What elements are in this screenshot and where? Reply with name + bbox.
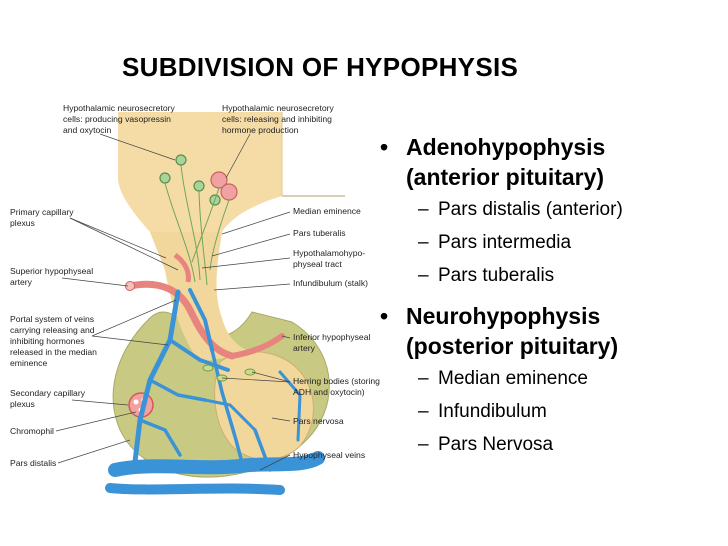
bullet-heading-line: Adenohypophysis xyxy=(406,134,606,160)
bullet-adenohypophysis: • Adenohypophysis (anterior pituitary) xyxy=(378,132,723,192)
neurosecretory-cells xyxy=(159,154,221,206)
infundibulum-stalk xyxy=(150,232,258,362)
bullet-heading-line: (posterior pituitary) xyxy=(406,333,619,359)
sub-item-label: Pars Nervosa xyxy=(438,434,554,455)
portal-veins xyxy=(131,288,302,473)
dash-marker: – xyxy=(418,232,429,253)
bullet-marker: • xyxy=(380,303,389,329)
dash-marker: – xyxy=(418,265,429,286)
label-pars-distalis: Pars distalis xyxy=(10,458,56,468)
sub-item-label: Median eminence xyxy=(438,368,588,389)
label-herring-bodies: Herring bodies (storing ADH and oxytocin… xyxy=(293,376,382,397)
label-secondary-capillary: Secondary capillary plexus xyxy=(10,388,87,409)
label-infundibulum: Infundibulum (stalk) xyxy=(293,278,368,288)
label-line: Hypothalamic neurosecretory xyxy=(222,103,334,113)
leader-lines xyxy=(55,133,291,471)
dash-marker: – xyxy=(418,368,429,389)
hypophyseal-veins xyxy=(108,451,325,477)
label-pars-tuberalis: Pars tuberalis xyxy=(293,228,346,238)
superior-hypophyseal-artery xyxy=(126,280,236,360)
sub-item: –Infundibulum xyxy=(378,400,723,424)
label-pars-nervosa: Pars nervosa xyxy=(293,416,344,426)
label-portal-system: Portal system of veins carrying releasin… xyxy=(10,314,99,368)
label-line: hormone production xyxy=(222,125,299,135)
sub-item: –Pars intermedia xyxy=(378,231,723,255)
label-line: and oxytocin xyxy=(63,125,111,135)
sub-item-label: Pars distalis (anterior) xyxy=(438,199,623,220)
label-chromophil: Chromophil xyxy=(10,426,54,436)
bullet-heading-line: Neurohypophysis xyxy=(406,303,601,329)
sub-item: –Median eminence xyxy=(378,367,723,391)
label-line: cells: producing vasopressin xyxy=(63,114,171,124)
label-hypophyseal-veins: Hypophyseal veins xyxy=(293,450,365,460)
label-primary-capillary: Primary capillary plexus xyxy=(10,207,76,228)
hypothalamus-region xyxy=(118,112,282,232)
sub-item-label: Pars intermedia xyxy=(438,232,572,253)
sub-item-label: Infundibulum xyxy=(438,401,547,422)
slide-title: SUBDIVISION OF HYPOPHYSIS xyxy=(122,52,519,82)
label-line: Hypothalamic neurosecretory xyxy=(63,103,175,113)
label-superior-artery: Superior hypophyseal artery xyxy=(10,266,96,287)
sub-item: –Pars Nervosa xyxy=(378,433,723,457)
label-vasopressin-cells: Hypothalamic neurosecretory cells: produ… xyxy=(63,103,177,135)
label-hypothalamohypophyseal-tract: Hypothalamohypo- physeal tract xyxy=(293,248,368,269)
dash-marker: – xyxy=(418,401,429,422)
label-releasing-cells: Hypothalamic neurosecretory cells: relea… xyxy=(222,103,336,135)
bullet-heading-line: (anterior pituitary) xyxy=(406,164,605,190)
bullet-list: • Adenohypophysis (anterior pituitary) –… xyxy=(378,132,723,466)
bullet-marker: • xyxy=(380,134,389,160)
label-line: cells: releasing and inhibiting xyxy=(222,114,332,124)
label-median-eminence: Median eminence xyxy=(293,206,361,216)
dash-marker: – xyxy=(418,199,429,220)
label-inferior-artery: Inferior hypophyseal artery xyxy=(293,332,373,353)
sub-item-label: Pars tuberalis xyxy=(438,265,555,286)
sub-item: –Pars distalis (anterior) xyxy=(378,198,723,222)
bullet-neurohypophysis: • Neurohypophysis (posterior pituitary) xyxy=(378,301,723,361)
dash-marker: – xyxy=(418,434,429,455)
sub-item: –Pars tuberalis xyxy=(378,264,723,288)
